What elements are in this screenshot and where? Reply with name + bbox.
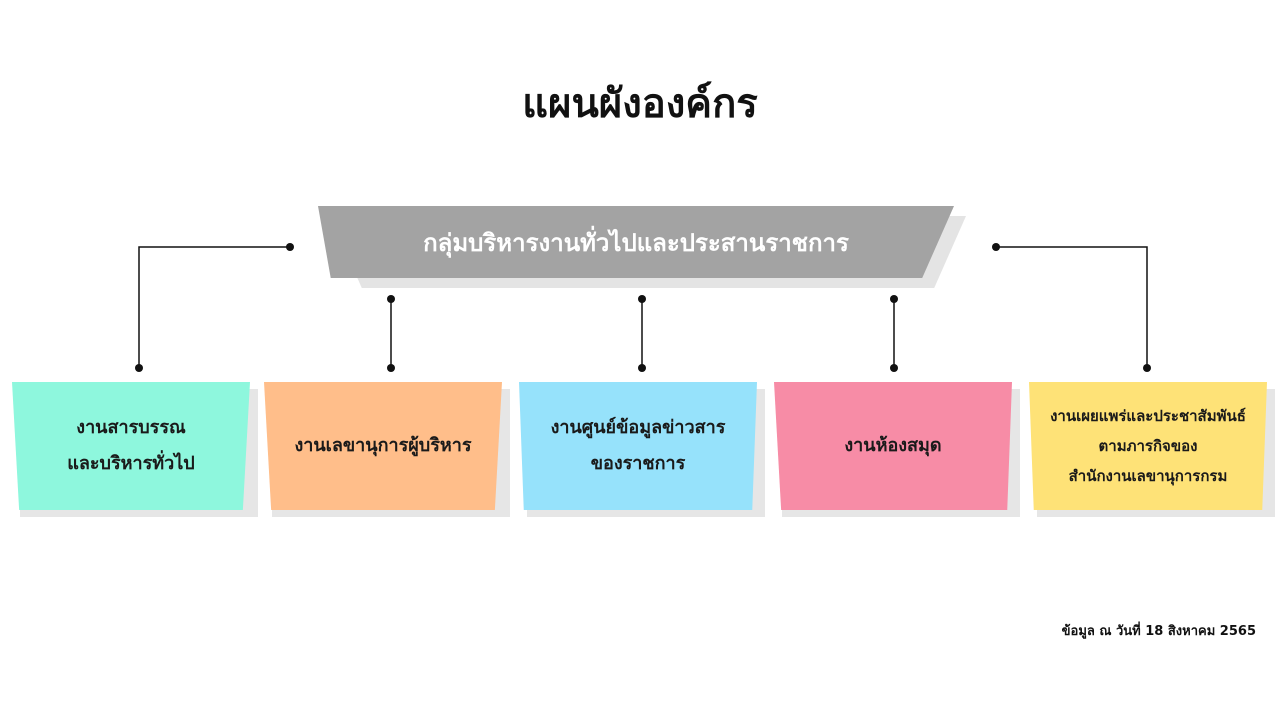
unit-box-information-center: งานศูนย์ข้อมูลข่าวสาร ของราชการ — [519, 382, 765, 517]
unit-box-correspondence: งานสารบรรณ และบริหารทั่วไป — [12, 382, 258, 517]
connector-right — [996, 246, 1148, 368]
unit-box-executive-secretary: งานเลขานุการผู้บริหาร — [264, 382, 510, 517]
connector-dot — [286, 243, 294, 251]
unit-label: งานเลขานุการผู้บริหาร — [294, 435, 472, 456]
page-title: แผนผังองค์กร — [522, 80, 758, 127]
connector-dot — [890, 364, 898, 372]
unit-face: งานสารบรรณ และบริหารทั่วไป — [12, 382, 250, 510]
head-unit-box: กลุ่มบริหารงานทั่วไปและประสานราชการ — [318, 206, 966, 288]
unit-face: งานเลขานุการผู้บริหาร — [264, 382, 502, 510]
unit-face: งานห้องสมุด — [774, 382, 1012, 510]
connector-dot — [638, 364, 646, 372]
connector-dot — [1143, 364, 1151, 372]
unit-face: งานเผยแพร่และประชาสัมพันธ์ ตามภารกิจของ … — [1029, 382, 1267, 510]
connector-left — [138, 246, 290, 368]
unit-label: งานศูนย์ข้อมูลข่าวสาร ของราชการ — [550, 417, 726, 474]
data-date-footnote: ข้อมูล ณ วันที่ 18 สิงหาคม 2565 — [1061, 624, 1256, 639]
connector-dot — [387, 295, 395, 303]
unit-label: งานสารบรรณ และบริหารทั่วไป — [67, 417, 195, 474]
connector-dot — [387, 364, 395, 372]
connector-dot — [135, 364, 143, 372]
unit-label: งานห้องสมุด — [844, 435, 942, 456]
head-unit-label: กลุ่มบริหารงานทั่วไปและประสานราชการ — [423, 228, 849, 257]
unit-box-public-relations: งานเผยแพร่และประชาสัมพันธ์ ตามภารกิจของ … — [1029, 382, 1275, 517]
head-unit-face: กลุ่มบริหารงานทั่วไปและประสานราชการ — [318, 206, 954, 278]
unit-face: งานศูนย์ข้อมูลข่าวสาร ของราชการ — [519, 382, 757, 510]
connector-dot — [890, 295, 898, 303]
connector-dot — [992, 243, 1000, 251]
unit-box-library: งานห้องสมุด — [774, 382, 1020, 517]
unit-label: งานเผยแพร่และประชาสัมพันธ์ ตามภารกิจของ … — [1050, 407, 1246, 485]
connector-dot — [638, 295, 646, 303]
